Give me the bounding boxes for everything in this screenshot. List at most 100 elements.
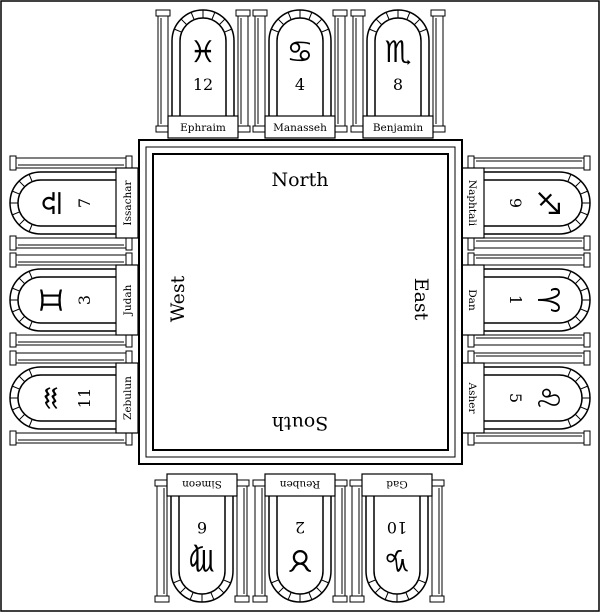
pillar-shaft (334, 15, 346, 127)
arch-voussoir (12, 385, 20, 390)
pillar-capital (332, 595, 348, 603)
arch-voussoir (28, 369, 33, 377)
pillar-shaft (15, 334, 127, 346)
gate-number: 6 (197, 518, 207, 537)
pillar-shaft (473, 157, 585, 169)
direction-east: East (410, 278, 432, 321)
arch-voussoir (271, 28, 279, 33)
arch-voussoir (18, 277, 26, 285)
pisces-icon: ♓ (190, 35, 217, 70)
gate-number: 9 (506, 198, 525, 208)
arch-inner (374, 17, 422, 120)
arch-voussoir (12, 190, 20, 195)
cancer-icon: ♋ (287, 35, 314, 70)
gate-number: 11 (75, 388, 94, 408)
pillar-capital (429, 595, 445, 603)
tribe-name-gad: Gad (386, 478, 408, 490)
gate-number: 2 (295, 518, 305, 537)
arch-voussoir (277, 18, 285, 26)
pillar-shaft (15, 254, 127, 266)
gate-number: 4 (295, 75, 305, 94)
gate-number: 3 (75, 295, 94, 305)
arch-inner (480, 374, 583, 422)
gate-number: 5 (506, 393, 525, 403)
arch-voussoir (28, 419, 33, 427)
pillar-capital (583, 155, 591, 171)
arch-voussoir (419, 28, 427, 33)
arch-voussoir (287, 592, 292, 600)
arch-inner (17, 374, 120, 422)
tribe-name-ephraim: Ephraim (180, 122, 226, 134)
arch-voussoir (287, 12, 292, 20)
central-square-mid (145, 146, 456, 458)
tribe-lintel (264, 115, 336, 139)
arch-voussoir (413, 18, 421, 26)
direction-west: West (167, 275, 189, 322)
arch-voussoir (18, 315, 26, 323)
arch-voussoir (180, 18, 188, 26)
virgo-icon: ♍ (189, 542, 216, 577)
arch-inner (480, 179, 583, 227)
arch-voussoir (574, 413, 582, 421)
arch-inner (276, 17, 324, 120)
arch-voussoir (412, 586, 420, 594)
arch-voussoir (308, 12, 313, 20)
pillar-shaft (334, 485, 346, 597)
arch-voussoir (580, 385, 588, 390)
pillar-capital (583, 332, 591, 348)
arch-inner (17, 179, 120, 227)
tribe-lintel (167, 115, 239, 139)
pillar-capital (9, 235, 17, 251)
arch-voussoir (384, 592, 389, 600)
sagittarius-icon: ♐ (530, 190, 565, 217)
tribe-name-issachar: Issachar (122, 179, 134, 225)
central-square-outer (138, 139, 463, 465)
pillar-capital (9, 155, 17, 171)
pillar-shaft (15, 352, 127, 364)
tribe-lintel (361, 473, 433, 497)
arch-voussoir (567, 369, 572, 377)
pillar-capital (349, 595, 365, 603)
arch-voussoir (574, 180, 582, 188)
gate-number: 1 (506, 295, 525, 305)
arch-voussoir (174, 28, 182, 33)
pillar-shaft (473, 254, 585, 266)
pillar-shaft (254, 15, 266, 127)
arch-voussoir (179, 586, 187, 594)
arch-voussoir (567, 224, 572, 232)
gate-number: 12 (193, 75, 213, 94)
arch-voussoir (567, 419, 572, 427)
arch-voussoir (321, 579, 329, 584)
pillar-shaft (157, 15, 169, 127)
tribe-name-dan: Dan (466, 289, 478, 311)
aries-icon: ♈ (530, 287, 565, 314)
arch-voussoir (189, 592, 194, 600)
pillar-shaft (254, 485, 266, 597)
arch-voussoir (277, 586, 285, 594)
arch-voussoir (321, 28, 329, 33)
arch-voussoir (18, 180, 26, 188)
pillar-shaft (352, 15, 364, 127)
arch-voussoir (308, 592, 313, 600)
arch-inner (480, 276, 583, 324)
direction-north: North (271, 169, 328, 191)
arch-voussoir (28, 174, 33, 182)
central-square (138, 139, 463, 465)
pillar-shaft (237, 15, 249, 127)
arch-voussoir (271, 579, 279, 584)
tribe-name-manasseh: Manasseh (273, 122, 327, 134)
arch-voussoir (12, 287, 20, 292)
pillar-shaft (432, 15, 444, 127)
pillar-shaft (156, 485, 168, 597)
arch-voussoir (567, 174, 572, 182)
central-square-inner (152, 153, 449, 451)
arch-voussoir (574, 315, 582, 323)
arch-voussoir (405, 592, 410, 600)
